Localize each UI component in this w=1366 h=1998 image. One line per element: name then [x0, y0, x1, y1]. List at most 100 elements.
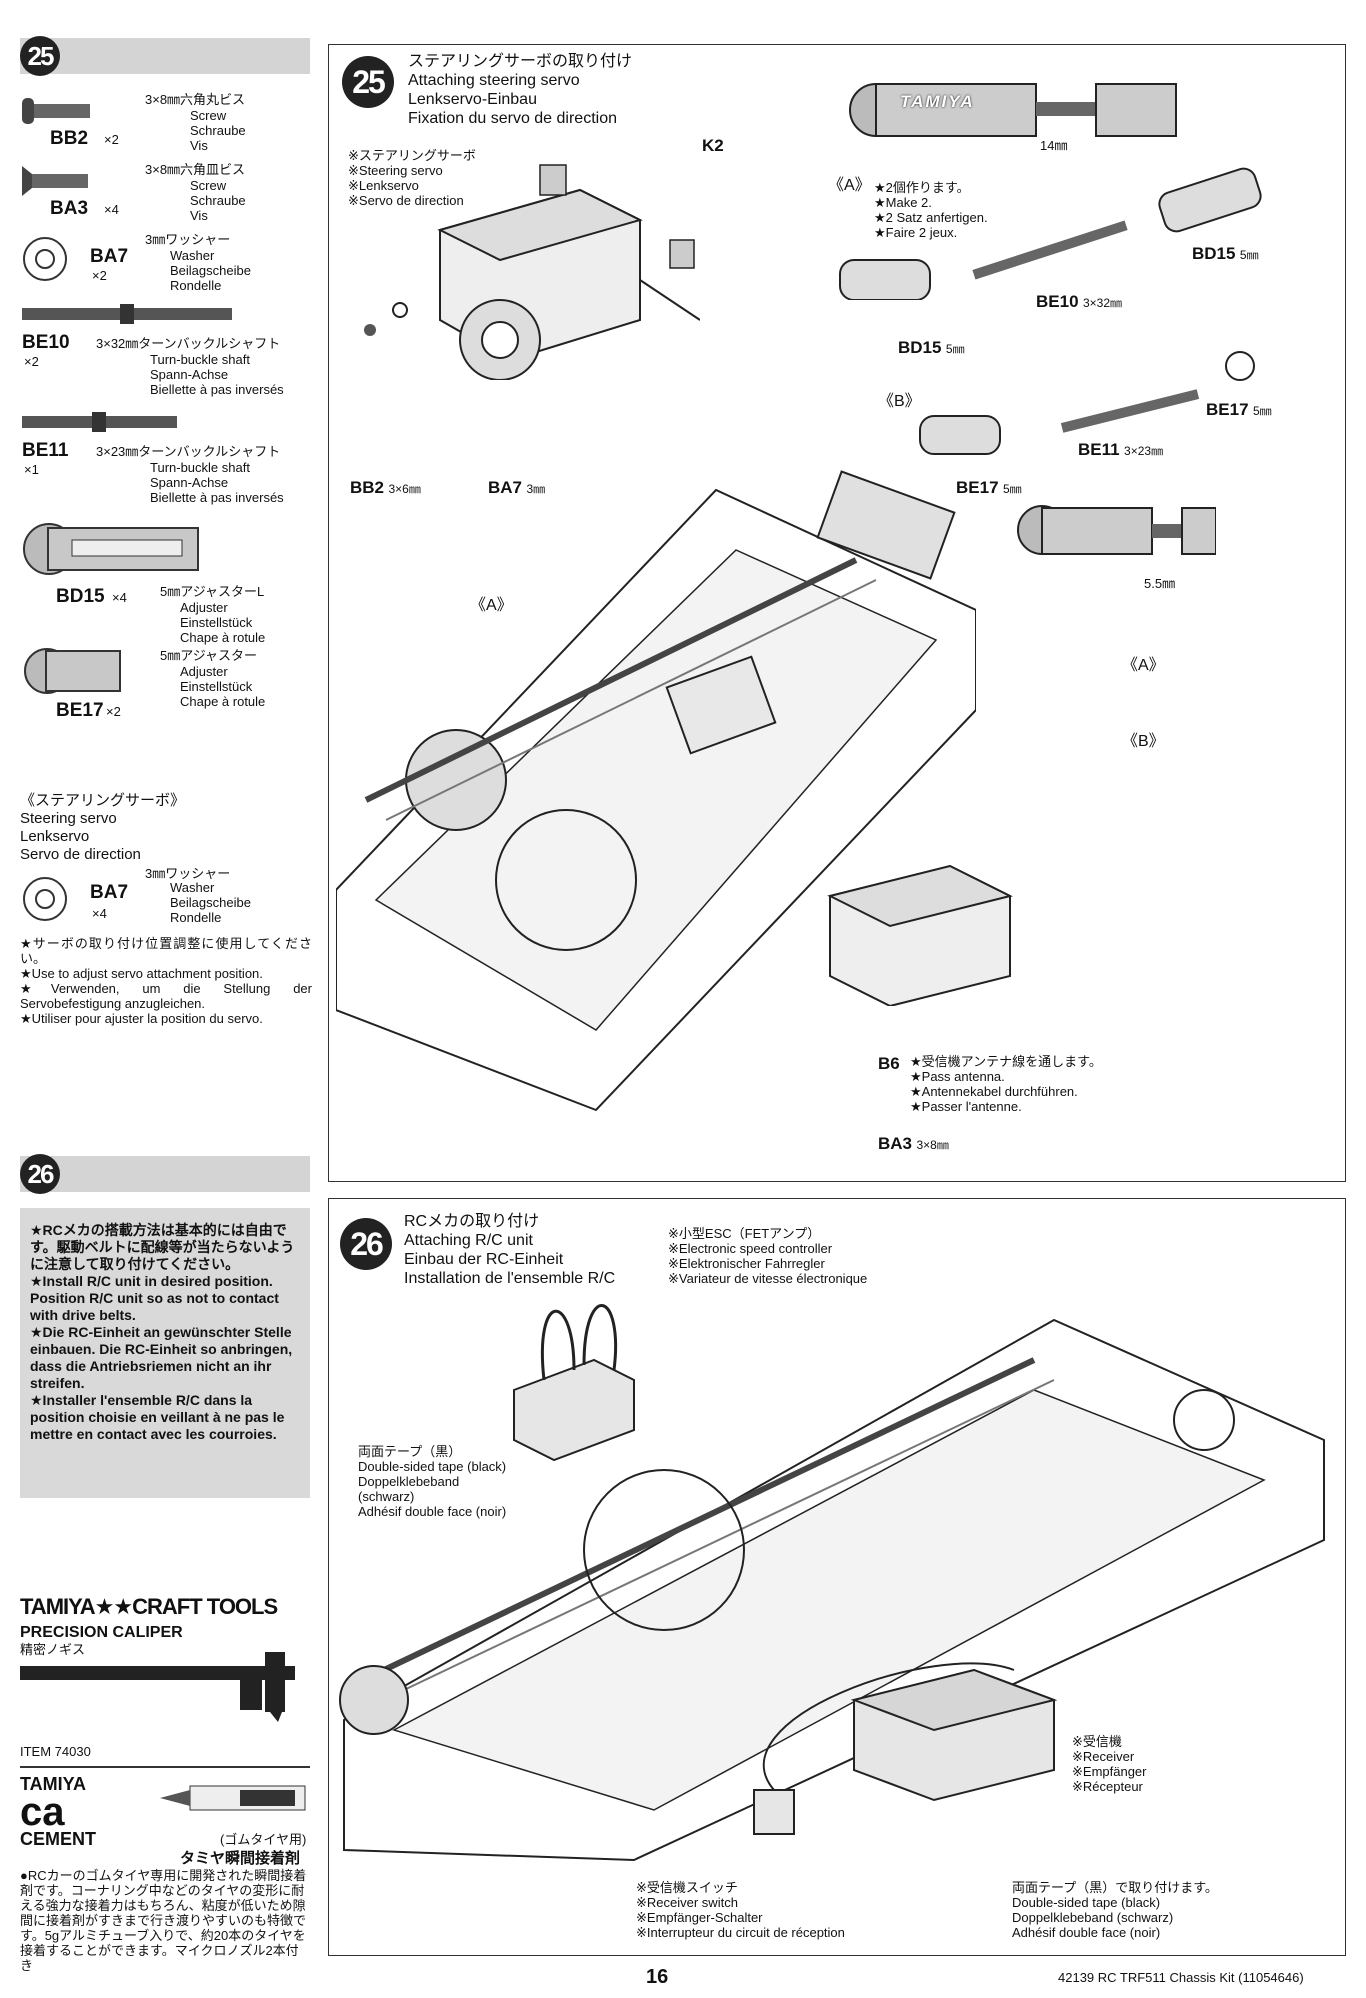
chassis-drawing-25: [336, 470, 976, 1112]
be17-code: BE17: [1206, 400, 1249, 419]
rod-b-exploded-drawing: [919, 351, 1255, 455]
part-qty: ×4: [112, 590, 127, 605]
part-be17: BE17 ×2 5㎜アジャスター Adjuster Einstellstück …: [20, 644, 312, 734]
be10-label: BE10 3×32㎜: [1036, 292, 1122, 312]
title-de: Einbau der RC-Einheit: [404, 1251, 564, 1268]
cement-desc: ●RCカーのゴムタイヤ専用に開発された瞬間接着剤です。コーナリング中などのタイヤ…: [20, 1868, 307, 1973]
part-qty: ×2: [24, 354, 39, 369]
part-ja: 5㎜アジャスターL: [160, 584, 265, 599]
switch-note: ※受信機スイッチ ※Receiver switch ※Empfänger-Sch…: [636, 1880, 845, 1940]
ba7-label: BA7 3㎜: [488, 478, 545, 498]
part-fr: Rondelle: [170, 910, 222, 925]
part-ja: 5㎜アジャスター: [160, 648, 258, 663]
receiver-note: ※受信機 ※Receiver ※Empfänger ※Récepteur: [1072, 1734, 1146, 1794]
screw-flat-icon: [22, 166, 88, 196]
title-ja: RCメカの取り付け: [404, 1213, 540, 1230]
rod-b-dimension-drawing: [1017, 505, 1216, 555]
part-code: BE17: [56, 700, 104, 721]
note-de: ★Verwenden, um die Stellung der Servobef…: [20, 981, 312, 1011]
esc-note: ※小型ESC（FETアンプ） ※Electronic speed control…: [668, 1226, 928, 1286]
part-qty: ×4: [104, 202, 119, 217]
sw-fr: ※Interrupteur du circuit de réception: [636, 1925, 845, 1940]
rod-a-exploded-drawing: [839, 167, 1262, 300]
rx-de: ※Empfänger: [1072, 1764, 1147, 1779]
tape2-note: 両面テープ（黒）で取り付けます。 Double-sided tape (blac…: [1012, 1880, 1218, 1940]
bd15-label: BD15 5㎜: [898, 338, 965, 358]
page-number: 16: [646, 1966, 669, 1988]
title-de: Lenkservo-Einbau: [408, 91, 537, 108]
part-qty: ×2: [106, 704, 121, 719]
b-callout-right: 《B》: [1122, 733, 1165, 750]
ba7-size: 3㎜: [526, 482, 546, 496]
step26-left-number: 26: [20, 1154, 60, 1194]
part-code: BA3: [50, 198, 89, 219]
title-fr: Installation de l'ensemble R/C: [404, 1270, 616, 1287]
note-fr: ★Utiliser pour ajuster la position du se…: [20, 1011, 263, 1026]
be17-top-label: BE17 5㎜: [1206, 400, 1272, 420]
tape-fr: Adhésif double face (noir): [358, 1504, 507, 1519]
tape-ja: 両面テープ（黒）: [358, 1444, 462, 1459]
bb2-size: 3×6㎜: [388, 482, 421, 496]
a-note-de: ★2 Satz anfertigen.: [874, 210, 988, 225]
be17-code: BE17: [956, 478, 999, 497]
b-label: 《B》: [878, 393, 921, 410]
a-callout-left: 《A》: [470, 597, 513, 614]
part-code: BA7: [90, 246, 129, 267]
turnbuckle-icon: [22, 304, 232, 324]
part-be10: BE10 ×2 3×32㎜ターンバックルシャフト Turn-buckle sha…: [20, 300, 312, 408]
part-fr: Vis: [190, 138, 208, 153]
part-qty: ×2: [92, 268, 107, 283]
be17-size: 5㎜: [1252, 404, 1272, 418]
rx-fr: ※Récepteur: [1072, 1779, 1143, 1794]
tape2-de: Doppelklebeband (schwarz): [1012, 1910, 1174, 1925]
part-code: BE10: [22, 332, 70, 353]
servo-note-fr: ※Servo de direction: [348, 193, 464, 208]
step25-panel: [328, 44, 1346, 1182]
chassis-drawing-26: [339, 1304, 1325, 1862]
part-ja: 3㎜ワッシャー: [145, 866, 231, 881]
sw-en: ※Receiver switch: [636, 1895, 738, 1910]
bd15-code: BD15: [898, 338, 942, 357]
note-de: ★Die RC-Einheit an gewünschter Stelle ei…: [30, 1324, 293, 1391]
step26-left-header: [20, 1156, 310, 1192]
title-en: Attaching steering servo: [408, 72, 580, 89]
esc-fr: ※Variateur de vitesse électronique: [668, 1271, 868, 1286]
servo-fr: Servo de direction: [20, 846, 141, 863]
b6-de: ★Antennekabel durchführen.: [910, 1084, 1078, 1099]
be17-label: BE17 5㎜: [956, 478, 1022, 498]
part-de: Beilagscheibe: [170, 263, 251, 278]
bd15-top-label: BD15 5㎜: [1192, 244, 1259, 264]
part-fr: Chape à rotule: [180, 630, 266, 645]
bd15-size: 5㎜: [945, 342, 965, 356]
part-code: BD15: [56, 586, 105, 607]
part-bb2: BB2 ×2 3×8㎜六角丸ビス Screw Schraube Vis: [20, 92, 312, 162]
sw-ja: ※受信機スイッチ: [636, 1880, 738, 1895]
b6-ja: ★受信機アンテナ線を通します。: [910, 1054, 1102, 1069]
part-fr: Biellette à pas inversés: [150, 382, 284, 397]
part-de: Spann-Achse: [150, 367, 229, 382]
esc-en: ※Electronic speed controller: [668, 1241, 833, 1256]
step26-notes: ★RCメカの搭載方法は基本的には自由です。駆動ベルトに配線等が当たらないように注…: [20, 1208, 310, 1498]
part-code: BB2: [50, 128, 89, 149]
tape2-en: Double-sided tape (black): [1012, 1895, 1161, 1910]
tamiya-rod-logo: TAMIYA: [900, 92, 975, 111]
caliper-ja: 精密ノギス: [20, 1642, 86, 1657]
servo-en: Steering servo: [20, 810, 117, 827]
part-ja: 3×23㎜ターンバックルシャフト: [96, 444, 281, 459]
title-ja: ステアリングサーボの取り付け: [408, 53, 633, 70]
b6-fr: ★Passer l'antenne.: [910, 1099, 1022, 1114]
part-en: Turn-buckle shaft: [150, 460, 250, 475]
tape-en: Double-sided tape (black): [358, 1459, 507, 1474]
steering-servo-section: 《ステアリングサーボ》 Steering servo Lenkservo Ser…: [20, 792, 312, 1026]
a-note-en: ★Make 2.: [874, 195, 932, 210]
part-be11: BE11 ×1 3×23㎜ターンバックルシャフト Turn-buckle sha…: [20, 408, 312, 520]
part-ja: 3×32㎜ターンバックルシャフト: [96, 336, 281, 351]
note-ja: ★サーボの取り付け位置調整に使用してください。: [20, 936, 312, 966]
ba7-code: BA7: [488, 478, 523, 497]
servo-note-ja: ※ステアリングサーボ: [348, 148, 476, 163]
be10-code: BE10: [1036, 292, 1079, 311]
a-note: ★2個作ります。 ★Make 2. ★2 Satz anfertigen. ★F…: [874, 180, 988, 240]
bd15-code: BD15: [1192, 244, 1236, 263]
dim-5-5mm: 5.5㎜: [1144, 576, 1176, 591]
part-de: Einstellstück: [180, 615, 253, 630]
